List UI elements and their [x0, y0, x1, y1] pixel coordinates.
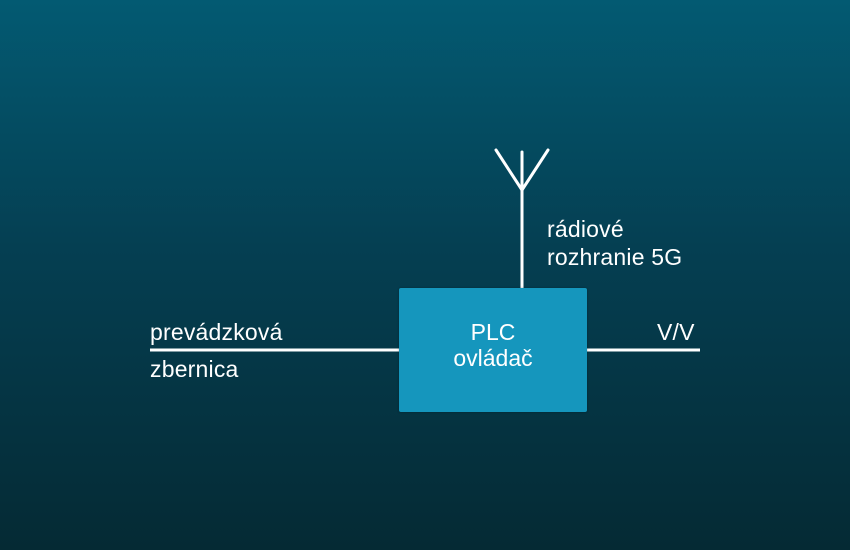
- radio-interface-label-line2: rozhranie 5G: [547, 244, 683, 270]
- fieldbus-label-line1: prevádzková: [150, 319, 283, 345]
- fieldbus-label-line2: zbernica: [150, 356, 239, 382]
- antenna-icon: [494, 148, 550, 192]
- io-label: V/V: [657, 319, 695, 345]
- plc-box-title: PLC: [470, 319, 516, 345]
- plc-box-subtitle: ovládač: [453, 345, 533, 371]
- plc-controller-box: PLC ovládač: [399, 288, 587, 412]
- radio-interface-label-line1: rádiové: [547, 216, 624, 242]
